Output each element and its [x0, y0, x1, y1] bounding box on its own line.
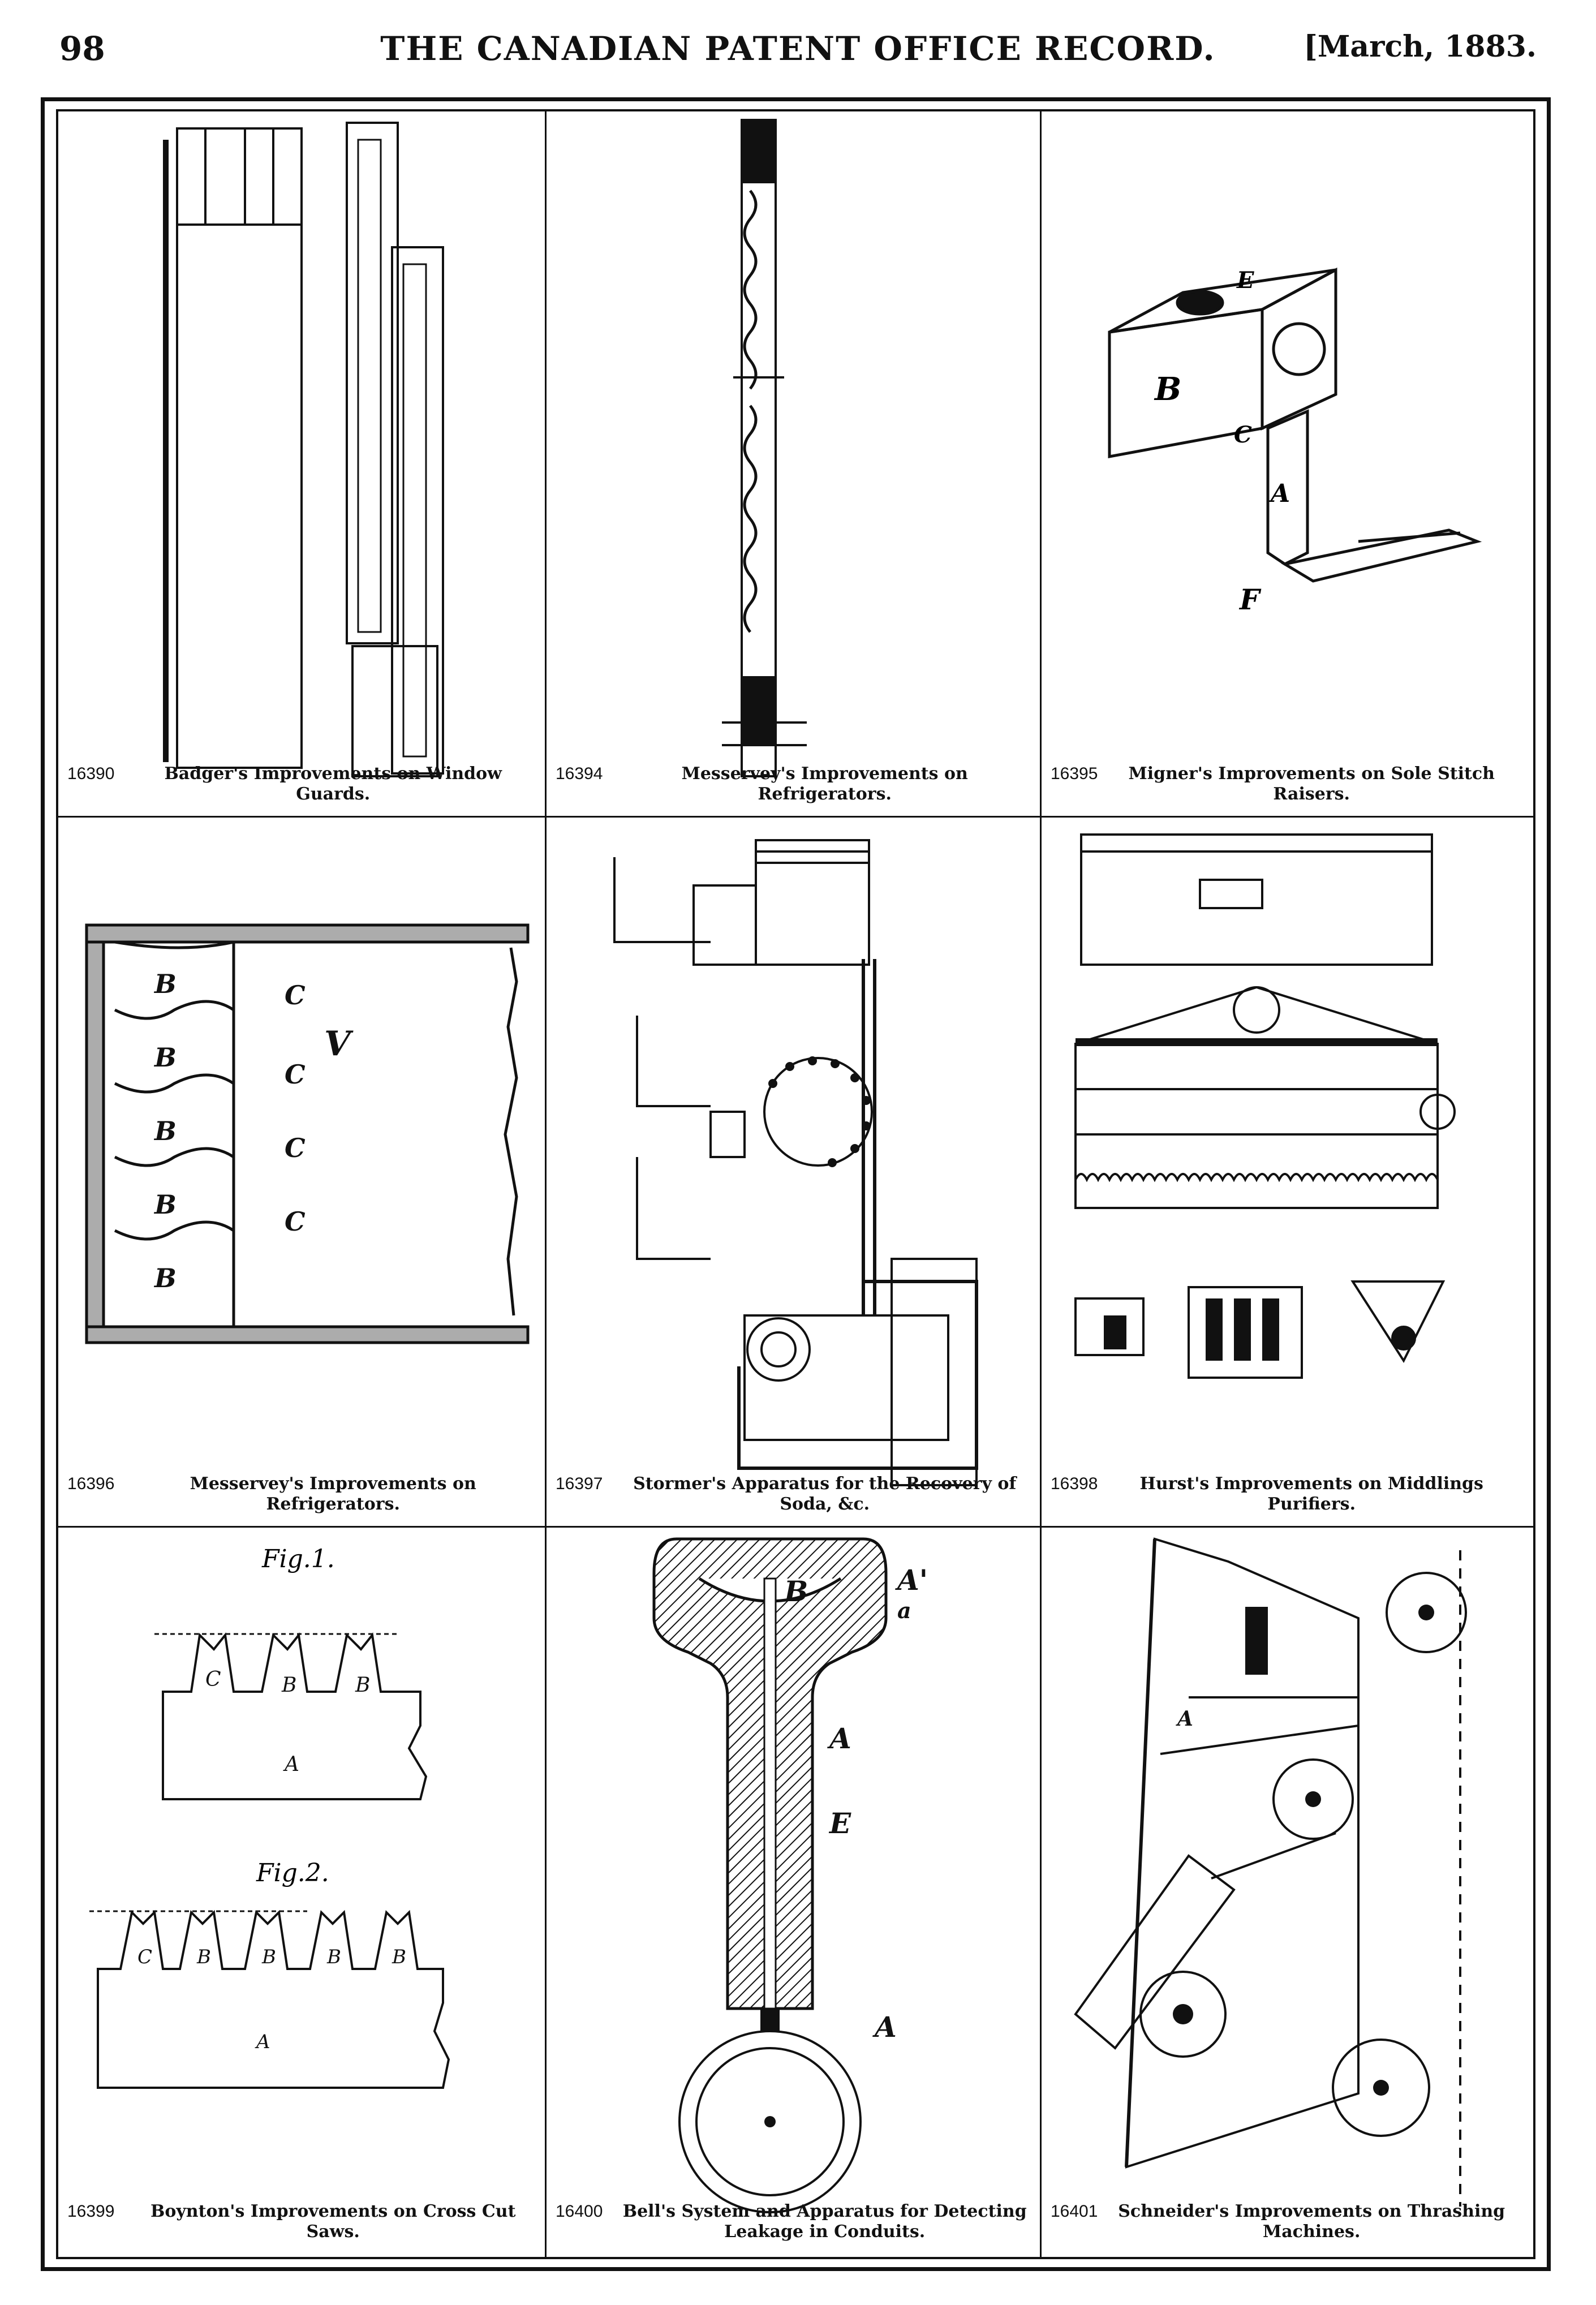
journal-title: THE CANADIAN PATENT OFFICE RECORD.: [380, 29, 1216, 68]
patent-cell-16396: B B B B B C C C C V 16396 Messervey's Im…: [58, 818, 545, 1526]
label-A: A: [283, 1753, 299, 1776]
label-B: B: [281, 1674, 296, 1697]
patent-title: Messervey's Improvements on Refrigerator…: [190, 1474, 476, 1514]
patent-cell-16397: 16397 Stormer's Apparatus for the Recove…: [547, 818, 1040, 1526]
patent-caption: 16394 Messervey's Improvements on Refrig…: [556, 764, 1032, 805]
fig2-label: Fig.2.: [256, 1859, 329, 1887]
label-V: V: [324, 1024, 354, 1064]
middlings-purifier-drawing: [1074, 833, 1456, 1379]
label-C: C: [1234, 422, 1252, 448]
page-number: 98: [59, 29, 105, 68]
grid-divider: [1040, 111, 1042, 2257]
patent-number: 16398: [1051, 1474, 1098, 1493]
patent-cell-16400: B A' a A E A 16400 Bell's System and App…: [547, 1528, 1040, 2254]
grid-divider: [58, 1526, 1533, 1528]
label-A: A: [1268, 479, 1290, 508]
issue-date: [March, 1883.: [1304, 29, 1537, 64]
grid-divider: [545, 111, 547, 2257]
refrigerator-wall-drawing: B B B B B C C C C V: [85, 923, 530, 1344]
label-B: B: [783, 1575, 808, 1608]
label-a: a: [897, 1598, 911, 1623]
label-B: B: [392, 1946, 406, 1968]
label-B: B: [153, 1189, 177, 1220]
patent-title: Hurst's Improvements on Middlings Purifi…: [1139, 1474, 1483, 1514]
patent-caption: 16395 Migner's Improvements on Sole Stit…: [1051, 764, 1511, 805]
label-A: A: [872, 2010, 897, 2044]
patent-cell-16398: 16398 Hurst's Improvements on Middlings …: [1042, 818, 1518, 1526]
patent-number: 16395: [1051, 764, 1098, 783]
thrashing-machine-drawing: A: [1074, 1537, 1467, 2207]
soda-recovery-drawing: [613, 839, 978, 1486]
grid-divider: [58, 816, 1533, 818]
patent-cell-16401: A 16401 Schneider's Improvements on Thra…: [1042, 1528, 1518, 2254]
patent-grid: 16390 Badger's Improvements on Window Gu…: [56, 109, 1535, 2259]
label-A: A: [1176, 1707, 1193, 1731]
label-A: A: [827, 1722, 851, 1755]
patent-cell-16390: 16390 Badger's Improvements on Window Gu…: [58, 111, 545, 816]
label-C: C: [137, 1946, 152, 1968]
label-B: B: [153, 969, 177, 999]
stitch-raiser-drawing: B C E A F: [1108, 267, 1482, 616]
refrigerator-section-drawing: [722, 119, 807, 777]
patent-cell-16399: Fig.1. C B B A Fig.2. C B: [58, 1528, 545, 2254]
patent-number: 16397: [556, 1474, 603, 1493]
patent-caption: 16401 Schneider's Improvements on Thrash…: [1051, 2201, 1511, 2242]
label-E: E: [1236, 267, 1254, 294]
patent-number: 16399: [67, 2202, 115, 2221]
patent-title: Migner's Improvements on Sole Stitch Rai…: [1128, 764, 1495, 804]
label-A: A: [255, 2031, 270, 2053]
label-B: B: [153, 1042, 177, 1073]
patent-caption: 16397 Stormer's Apparatus for the Recove…: [556, 1474, 1032, 1515]
patent-title: Messervey's Improvements on Refrigerator…: [681, 764, 968, 804]
label-C: C: [285, 1206, 306, 1237]
patent-caption: 16390 Badger's Improvements on Window Gu…: [67, 764, 537, 805]
patent-title: Stormer's Apparatus for the Recovery of …: [633, 1474, 1017, 1514]
label-B: B: [153, 1116, 177, 1146]
fig1-label: Fig.1.: [261, 1545, 335, 1573]
patent-plate-frame: 16390 Badger's Improvements on Window Gu…: [41, 97, 1551, 2271]
label-B: B: [153, 1263, 177, 1293]
patent-title: Bell's System and Apparatus for Detectin…: [622, 2201, 1027, 2242]
window-guard-drawing: [163, 122, 444, 777]
patent-caption: 16396 Messervey's Improvements on Refrig…: [67, 1474, 537, 1515]
label-C: C: [285, 1133, 306, 1163]
patent-caption: 16398 Hurst's Improvements on Middlings …: [1051, 1474, 1511, 1515]
patent-caption: 16400 Bell's System and Apparatus for De…: [556, 2201, 1032, 2242]
label-B: B: [326, 1946, 341, 1968]
patent-title: Boynton's Improvements on Cross Cut Saws…: [150, 2201, 516, 2242]
label-F: F: [1238, 583, 1262, 616]
label-B: B: [196, 1946, 211, 1968]
label-B: B: [261, 1946, 276, 1968]
label-C: C: [285, 1059, 306, 1090]
page-header: 98 THE CANADIAN PATENT OFFICE RECORD. [M…: [0, 0, 1596, 79]
label-B: B: [1154, 371, 1181, 408]
label-B: B: [355, 1674, 370, 1697]
label-E: E: [828, 1807, 851, 1840]
patent-caption: 16399 Boynton's Improvements on Cross Cu…: [67, 2201, 537, 2242]
cross-cut-saw-drawing: Fig.1. C B B A Fig.2. C B: [89, 1545, 450, 2089]
label-A-prime: A': [895, 1563, 928, 1597]
patent-number: 16394: [556, 764, 603, 783]
patent-number: 16401: [1051, 2202, 1098, 2221]
leakage-detector-drawing: B A' a A E A: [652, 1537, 928, 2213]
patent-title: Schneider's Improvements on Thrashing Ma…: [1118, 2201, 1505, 2242]
patent-cell-16394: 16394 Messervey's Improvements on Refrig…: [547, 111, 1040, 816]
patent-number: 16390: [67, 764, 115, 783]
label-C: C: [205, 1668, 221, 1691]
label-C: C: [285, 980, 306, 1010]
patent-number: 16396: [67, 1474, 115, 1493]
patent-title: Badger's Improvements on Window Guards.: [164, 764, 502, 804]
patent-cell-16395: B C E A F 16395 Migner's Improvements on…: [1042, 111, 1518, 816]
patent-number: 16400: [556, 2202, 603, 2221]
